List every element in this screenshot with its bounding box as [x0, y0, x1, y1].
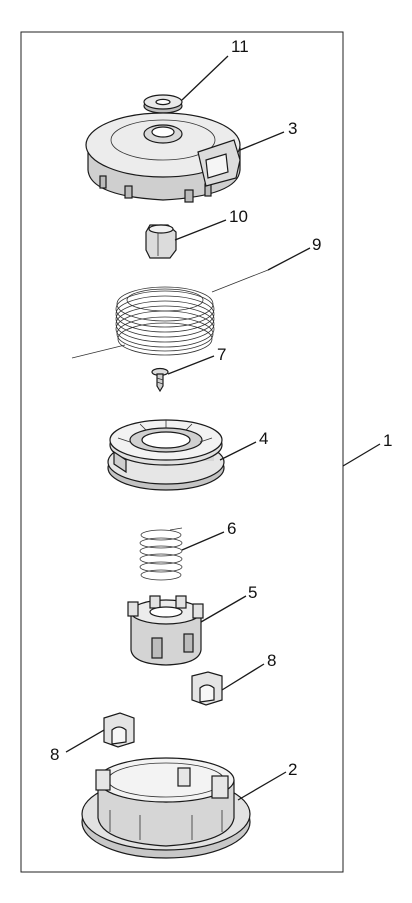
callout-2: 2 — [288, 760, 297, 779]
part-5-hub — [127, 595, 204, 666]
part-2-base — [81, 757, 251, 859]
leader-lines — [65, 55, 381, 801]
callout-8-left: 8 — [50, 745, 59, 764]
part-8-clip-left — [103, 712, 135, 748]
part-8-clip-right — [191, 671, 223, 706]
callout-3: 3 — [288, 119, 297, 138]
part-3-cover — [85, 112, 241, 203]
callout-8-right: 8 — [267, 651, 276, 670]
callout-5: 5 — [248, 583, 257, 602]
callout-10: 10 — [229, 207, 248, 226]
callout-7: 7 — [217, 345, 226, 364]
part-7-screw — [151, 367, 169, 393]
part-11-washer — [143, 94, 183, 114]
callout-4: 4 — [259, 429, 268, 448]
callout-11: 11 — [231, 37, 249, 56]
part-4-spool — [107, 419, 225, 491]
callout-9: 9 — [312, 235, 321, 254]
part-6-spring — [139, 527, 183, 581]
part-9-line-coil — [71, 269, 269, 359]
part-10-nut — [145, 224, 177, 259]
callout-6: 6 — [227, 519, 236, 538]
diagram-frame — [20, 31, 344, 873]
callout-1: 1 — [383, 431, 392, 450]
